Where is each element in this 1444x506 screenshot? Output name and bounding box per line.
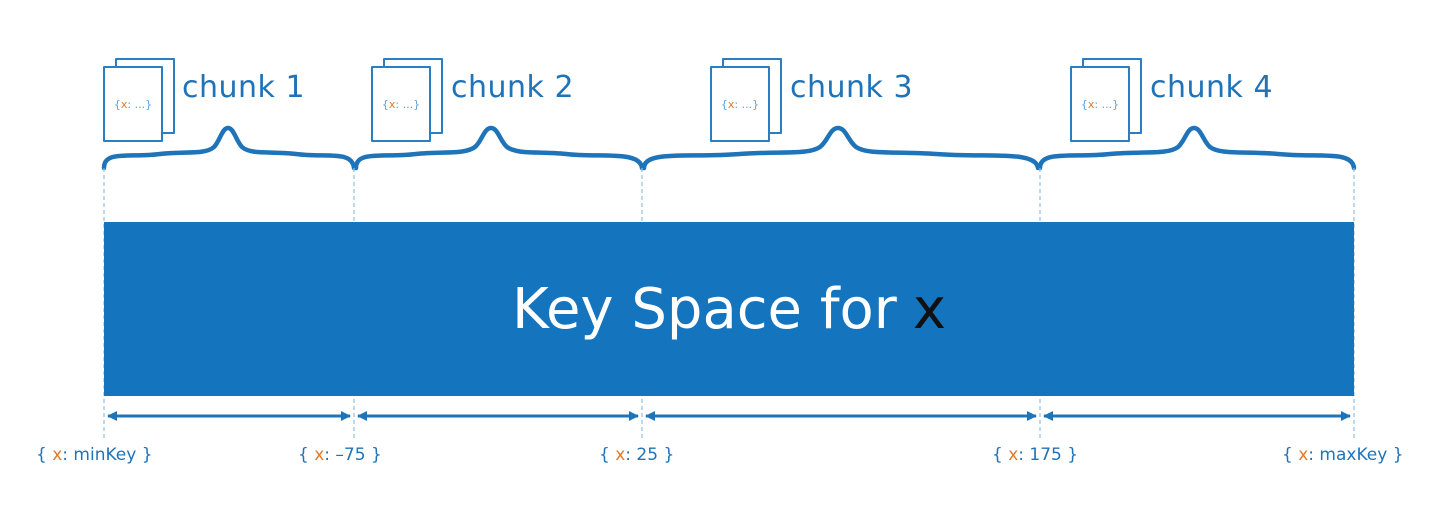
document-page-icon: {x: ...} <box>710 66 770 142</box>
document-snippet: {x: ...} <box>381 97 421 111</box>
chunk-1-label: chunk 1 <box>182 70 306 105</box>
chunk-2-label: chunk 2 <box>451 70 575 105</box>
chunk-4-brace <box>1037 125 1357 171</box>
document-snippet: {x: ...} <box>720 97 760 111</box>
document-page-icon: {x: ...} <box>371 66 431 142</box>
document-stack-icon: {x: ...} <box>710 58 782 142</box>
key-space-title-prefix: Key Space for <box>512 276 897 342</box>
chunk-3-brace <box>641 125 1041 171</box>
bound-label-175: { x: 175 } <box>992 445 1079 465</box>
bound-label-25: { x: 25 } <box>599 445 675 465</box>
document-page-icon: {x: ...} <box>103 66 163 142</box>
key-space-bar <box>104 222 1354 396</box>
chunk-4-label: chunk 4 <box>1150 70 1274 105</box>
key-space-title: Key Space for x <box>104 222 1354 396</box>
document-stack-icon: {x: ...} <box>1070 58 1142 142</box>
bound-label-min: { x: minKey } <box>36 445 153 465</box>
key-space-variable: x <box>912 276 946 342</box>
chunk-2-brace <box>353 125 645 171</box>
chunk-3-label: chunk 3 <box>790 70 914 105</box>
document-stack-icon: {x: ...} <box>371 58 443 142</box>
document-snippet: {x: ...} <box>1080 97 1120 111</box>
document-stack-icon: {x: ...} <box>103 58 175 142</box>
bound-label-max: { x: maxKey } <box>1282 445 1404 465</box>
document-page-icon: {x: ...} <box>1070 66 1130 142</box>
chunk-1-brace <box>101 125 357 171</box>
document-snippet: {x: ...} <box>113 97 153 111</box>
bound-label-neg75: { x: –75 } <box>298 445 382 465</box>
